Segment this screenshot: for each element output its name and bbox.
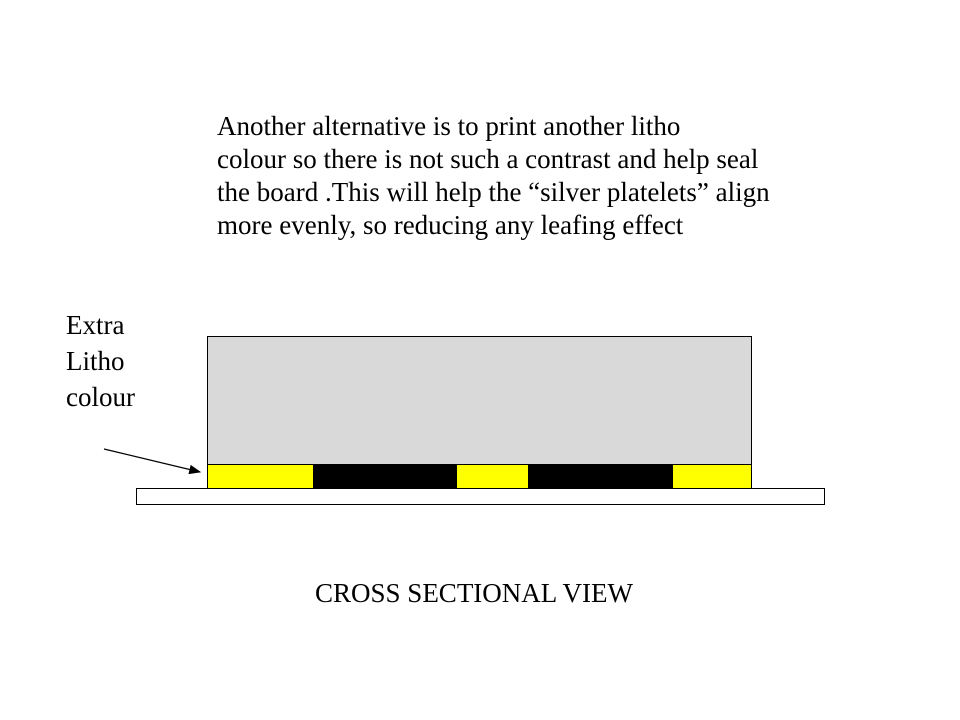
- description-line: colour so there is not such a contrast a…: [217, 144, 759, 174]
- base-substrate: [136, 488, 825, 505]
- description-text: Another alternative is to print another …: [217, 110, 917, 242]
- label-line: Litho: [66, 346, 125, 376]
- label-line: colour: [66, 382, 135, 412]
- extra-litho-colour-label: Extra Litho colour: [66, 307, 135, 415]
- litho-colour-segment: [672, 464, 752, 489]
- board-top-layer: [207, 336, 752, 465]
- label-line: Extra: [66, 310, 125, 340]
- description-line: Another alternative is to print another …: [217, 111, 681, 141]
- description-line: more evenly, so reducing any leafing eff…: [217, 210, 684, 240]
- cross-section-caption: CROSS SECTIONAL VIEW: [315, 578, 634, 608]
- description-line: the board .This will help the “silver pl…: [217, 177, 770, 207]
